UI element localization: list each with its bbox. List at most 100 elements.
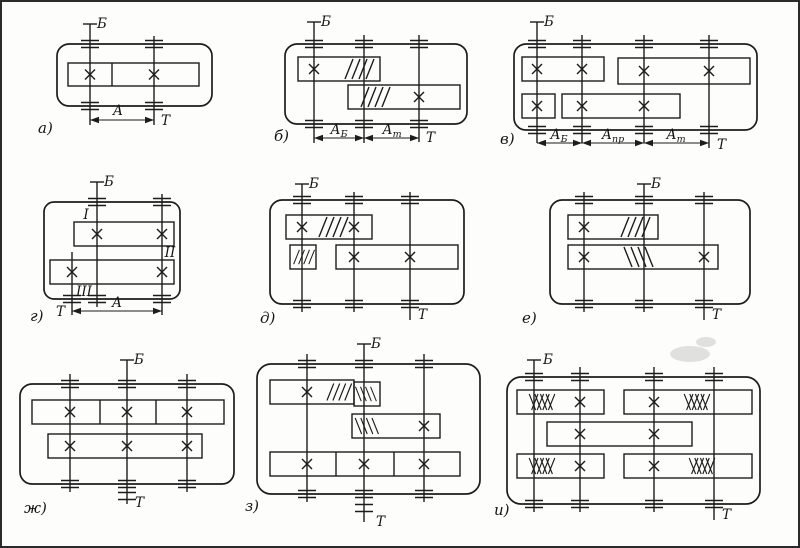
label-output: Т <box>135 495 145 511</box>
diagram-zh: Б Т ж) <box>19 352 235 517</box>
label-input: Б <box>370 336 381 352</box>
housing <box>43 201 181 300</box>
shafts <box>524 359 724 520</box>
housing <box>284 43 468 125</box>
housing <box>56 43 213 107</box>
label-shaft-III: III <box>75 284 93 300</box>
gear-blocks <box>49 221 175 285</box>
label-output: Т <box>418 307 428 323</box>
diagram-d: Б Т д) <box>260 176 465 327</box>
label-output: Т <box>722 507 732 523</box>
caption: в) <box>500 130 515 148</box>
label-dim: А <box>112 103 123 119</box>
arrow-icon <box>573 139 582 147</box>
arrow-icon <box>644 139 653 147</box>
arrow-icon <box>153 307 162 315</box>
label-input: Б <box>308 176 319 192</box>
label-output: Т <box>56 304 66 320</box>
label-input: Б <box>320 14 331 30</box>
dimension-A <box>72 307 162 315</box>
scan-smudge <box>696 337 716 347</box>
caption: з) <box>245 497 259 515</box>
crosshatch-gear <box>689 458 715 474</box>
housing <box>256 363 481 495</box>
caption: а) <box>38 119 53 137</box>
arrow-icon <box>145 116 154 124</box>
hatch-gear <box>326 382 353 402</box>
hatch-gear <box>623 246 654 268</box>
crosshatch-gear <box>529 458 555 474</box>
housing <box>549 199 751 305</box>
shafts <box>574 183 714 320</box>
label-dim-ab: АБ <box>329 122 347 140</box>
diagram-z: Б Т з) <box>245 336 481 530</box>
label-dim: А <box>111 295 122 311</box>
diagram-a: Б Т А а) <box>38 16 213 137</box>
arrow-icon <box>364 134 373 142</box>
gear-blocks <box>516 389 753 479</box>
arrow-icon <box>355 134 364 142</box>
label-dim-ab: АБ <box>549 127 567 145</box>
diagram-v: Б Т АБ Апр Ат в) <box>500 14 758 153</box>
label-shaft-II: II <box>164 245 176 261</box>
hatch-gear <box>354 386 377 402</box>
arrow-icon <box>635 139 644 147</box>
arrow-icon <box>537 139 546 147</box>
label-dim-at: Ат <box>665 127 685 145</box>
crosshatch-gear <box>529 394 555 410</box>
label-output: Т <box>376 514 386 530</box>
label-dim-at: Ат <box>381 122 401 140</box>
hatch-gear <box>293 249 316 265</box>
label-input: Б <box>103 174 114 190</box>
label-input: Б <box>650 176 661 192</box>
caption: б) <box>274 127 289 145</box>
hatch-gear <box>344 58 375 80</box>
shafts <box>297 343 434 522</box>
arrow-icon <box>72 307 81 315</box>
caption: е) <box>522 309 537 327</box>
diagram-e: Б Т е) <box>522 176 751 327</box>
dimension-A <box>90 116 154 124</box>
housing <box>513 43 758 131</box>
label-output: Т <box>712 307 722 323</box>
label-input: Б <box>543 14 554 30</box>
dimension-chain <box>537 139 709 147</box>
arrow-icon <box>314 134 323 142</box>
gear-blocks <box>567 214 719 270</box>
gear-blocks <box>31 399 225 459</box>
shafts <box>527 21 719 148</box>
diagram-i: Б Т и) <box>494 352 761 523</box>
label-shaft-I: I <box>82 207 89 223</box>
caption: д) <box>260 309 276 327</box>
hatch-gear <box>354 417 379 435</box>
shafts <box>60 359 197 504</box>
arrow-icon <box>700 139 709 147</box>
caption: и) <box>494 501 510 519</box>
scan-smudge <box>670 346 710 362</box>
label-output: Т <box>161 113 171 129</box>
hatch-gear <box>620 216 651 238</box>
label-input: Б <box>542 352 553 368</box>
gear-blocks <box>269 379 461 477</box>
diagram-g: Б Т А I II III г) <box>30 174 181 325</box>
dimension-chain <box>314 134 419 142</box>
hatch-gear <box>318 216 349 238</box>
label-input: Б <box>133 352 144 368</box>
caption: г) <box>30 307 44 325</box>
arrow-icon <box>90 116 99 124</box>
caption: ж) <box>24 499 47 517</box>
crosshatch-gear <box>684 394 710 410</box>
shafts <box>304 21 429 143</box>
gear-blocks <box>285 214 459 270</box>
gear-blocks <box>297 56 461 110</box>
label-output: Т <box>426 130 436 146</box>
housing <box>506 376 761 505</box>
housing <box>269 199 465 305</box>
diagram-b: Б Т АБ Ат б) <box>274 14 468 146</box>
arrow-icon <box>582 139 591 147</box>
label-output: Т <box>717 137 727 153</box>
gear-block <box>67 62 200 87</box>
shafts <box>292 183 420 320</box>
